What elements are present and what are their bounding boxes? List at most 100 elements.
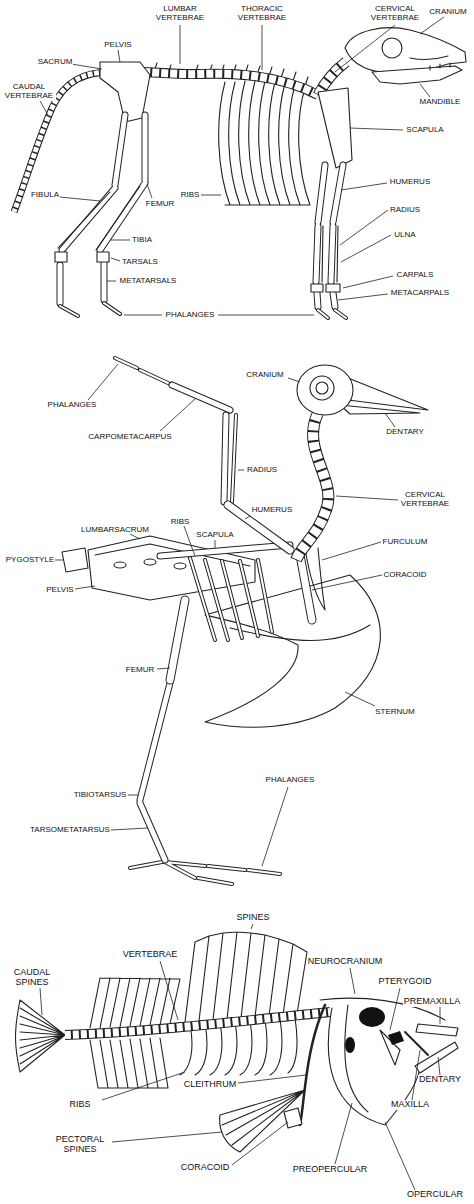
dog-skeleton (60, 115, 343, 307)
part-label: METATARSALS (119, 277, 178, 286)
fish-skeleton (220, 1090, 305, 1152)
part-label: CRANIUM (428, 8, 467, 17)
part-label: LUMBARSACRUM (80, 526, 150, 535)
dog-skeleton (55, 252, 67, 262)
leader-lines (40, 17, 444, 1190)
bird-skeleton (348, 378, 428, 410)
leader-lines (40, 924, 440, 1190)
bird-skeleton (310, 376, 334, 400)
part-label: CARPALS (396, 271, 435, 280)
part-label: MAXILLA (390, 1100, 430, 1110)
part-label: CORACOID (382, 571, 427, 580)
dog-skeleton (318, 88, 352, 168)
part-label: CARPOMETACARPUS (87, 433, 172, 442)
part-label: RIBS (180, 191, 201, 200)
part-label: HUMERUS (389, 178, 431, 187)
part-label: TIBIOTARSUS (73, 791, 128, 800)
dog-skeleton (60, 115, 343, 307)
part-label: PHALANGES (165, 311, 216, 320)
part-label: PELVIS (45, 586, 74, 595)
fish-skeleton (359, 1007, 385, 1027)
part-label: DENTARY (418, 1075, 462, 1085)
part-label: CRANIUM (245, 371, 284, 380)
dog-skeleton (97, 252, 109, 262)
bird-skeleton (114, 562, 126, 568)
part-label: METACARPALS (390, 289, 450, 298)
fish-skeleton (405, 1032, 428, 1055)
part-label: PECTORAL SPINES (49, 1135, 111, 1155)
part-label: RIBS (170, 518, 191, 527)
fish-skeleton (416, 1024, 458, 1036)
part-label: PYGOSTYLE (5, 556, 55, 565)
part-label: RADIUS (246, 466, 278, 475)
dog-skeleton (58, 186, 338, 282)
dog-skeleton (14, 28, 466, 318)
bird-skeleton (296, 413, 328, 560)
part-label: CERVICAL VERTEBRAE (398, 491, 452, 509)
fish-skeleton (415, 1042, 458, 1073)
fish-skeleton (185, 932, 307, 1022)
part-label: VERTEBRAE (122, 950, 178, 960)
bird-skeleton (305, 548, 325, 610)
dog-skeleton (311, 284, 323, 292)
part-label: DENTARY (385, 428, 425, 437)
bird-skeleton (62, 358, 428, 884)
part-label: PREMAXILLA (403, 997, 462, 1007)
dog-skeleton (410, 56, 450, 70)
fish-skeleton (65, 1012, 330, 1035)
bird-skeleton (140, 385, 290, 860)
dog-skeleton (382, 38, 402, 58)
bird-skeleton (297, 365, 353, 415)
part-label: RIBS (68, 1100, 91, 1110)
part-label: RADIUS (389, 206, 421, 215)
bird-skeleton (140, 385, 290, 860)
part-label: STERNUM (374, 708, 416, 717)
bird-skeleton (144, 559, 156, 565)
part-label: CORACOID (180, 1163, 231, 1173)
part-label: LUMBAR VERTEBRAE (153, 5, 207, 23)
part-label: TIBIA (131, 236, 153, 245)
part-label: CAUDAL SPINES (9, 968, 56, 988)
fish-skeleton (388, 1031, 404, 1045)
bird-skeleton (296, 413, 328, 560)
part-label: ULNA (393, 231, 416, 240)
part-label: PHALANGES (47, 401, 98, 410)
fish-skeleton (65, 1012, 330, 1035)
leader-lines (40, 17, 444, 315)
bird-skeleton (170, 505, 312, 680)
bird-skeleton (174, 563, 186, 569)
part-label: MANDIBLE (419, 98, 462, 107)
part-label: TARSOMETATARSUS (29, 826, 111, 835)
part-label: FIBULA (30, 191, 60, 200)
part-label: NEUROCRANIUM (307, 957, 384, 967)
part-label: HUMERUS (251, 506, 293, 515)
fish-skeleton (284, 1108, 302, 1128)
dog-skeleton (326, 284, 340, 292)
fish-skeleton (345, 1037, 355, 1053)
bird-skeleton (62, 548, 88, 572)
part-label: FURCULUM (382, 538, 429, 547)
fish-skeleton (16, 1000, 66, 1072)
part-label: CAUDAL VERTEBRAE (2, 83, 56, 101)
part-label: OPERCULAR (406, 1190, 464, 1200)
leader-lines (55, 364, 398, 866)
part-label: SPINES (235, 913, 270, 923)
part-label: CLEITHRUM (183, 1080, 238, 1090)
bird-skeleton (340, 405, 420, 414)
part-label: SACRUM (37, 58, 74, 67)
dog-skeleton (372, 66, 462, 84)
part-label: FEMUR (125, 666, 155, 675)
part-label: PELVIS (103, 41, 132, 50)
part-label: TARSALS (121, 258, 159, 267)
bird-skeleton (230, 625, 370, 640)
part-label: CERVICAL VERTEBRAE (365, 5, 425, 23)
part-label: FEMUR (145, 200, 175, 209)
part-label: PHALANGES (265, 776, 316, 785)
fish-skeleton (300, 1005, 325, 1125)
bird-skeleton (170, 505, 312, 680)
part-label: PTERYGOID (378, 977, 433, 987)
fish-skeleton (90, 1038, 168, 1088)
part-label: THORACIC VERTEBRAE (232, 5, 292, 23)
fish-skeleton (90, 978, 180, 1028)
